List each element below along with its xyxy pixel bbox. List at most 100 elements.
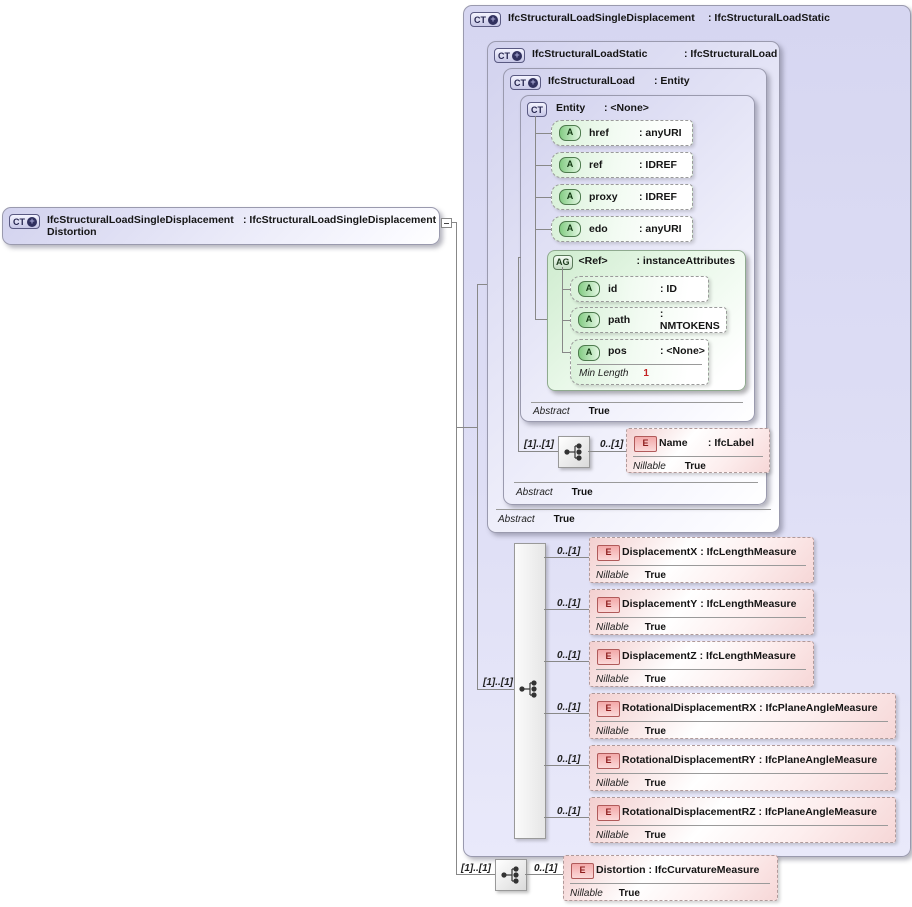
- element-distortion[interactable]: E Distortion : IfcCurvatureMeasure Nilla…: [563, 855, 778, 901]
- complextype-icon: CT+: [494, 48, 525, 63]
- attribute-group-ref: AG <Ref> : instanceAttributes A id : ID: [547, 250, 746, 391]
- attribute-href: A href : anyURI: [551, 120, 693, 146]
- group-type: : instanceAttributes: [636, 255, 736, 267]
- attribute-icon: A: [578, 281, 600, 297]
- element-name-text: DisplacementZ: [622, 650, 697, 662]
- ct-icon-label: CT: [474, 14, 486, 25]
- plus-icon[interactable]: +: [488, 14, 498, 25]
- occurrence-label: 0..[1]: [557, 650, 581, 661]
- sequence-glyph: [501, 866, 519, 884]
- nillable-label: Nillable: [596, 778, 629, 789]
- connector-line: [562, 320, 570, 321]
- occurrence-label: 0..[1]: [557, 546, 581, 557]
- attribute-type: : ID: [660, 283, 677, 295]
- complextype-title: CT+ IfcStructuralLoad : Entity: [510, 75, 690, 90]
- complextype-box-entity[interactable]: CT Entity : <None> A href :: [520, 95, 755, 422]
- occurrence-label: [1]..[1]: [524, 439, 554, 450]
- occurrence-label: 0..[1]: [557, 598, 581, 609]
- nillable-label: Nillable: [596, 726, 629, 737]
- connector-line: [452, 222, 457, 223]
- base-type-name: : Entity: [654, 75, 690, 87]
- abstract-value: True: [553, 514, 575, 525]
- element-rotational-displacement-rx[interactable]: E RotationalDisplacementRX : IfcPlaneAng…: [589, 693, 896, 739]
- element-icon: E: [597, 545, 620, 561]
- nillable-value: True: [684, 461, 706, 472]
- facet-row: Min Length 1: [579, 367, 649, 379]
- separator-line: [570, 883, 770, 884]
- separator-line: [531, 402, 743, 403]
- complextype-icon: CT+: [470, 12, 501, 27]
- complextype-title: CT+ IfcStructuralLoadStatic : IfcStructu…: [494, 48, 777, 63]
- ct-icon-label: CT: [514, 77, 526, 88]
- separator-line: [514, 482, 758, 483]
- element-name-text: Distortion: [596, 864, 646, 876]
- complextype-icon: CT+: [510, 75, 541, 90]
- sequence-icon[interactable]: [495, 859, 527, 891]
- attribute-name: href: [589, 127, 609, 139]
- attribute-name: ref: [589, 159, 603, 171]
- ct-icon-label: CT: [531, 104, 543, 115]
- nillable-label: Nillable: [596, 622, 629, 633]
- connector-line: [535, 133, 551, 134]
- element-icon: E: [597, 597, 620, 613]
- ct-icon-label: CT: [498, 50, 510, 61]
- element-name-text: DisplacementY: [622, 598, 698, 610]
- element-icon: E: [597, 701, 620, 717]
- base-type-name: : IfcStructuralLoadStatic: [708, 12, 830, 24]
- element-displacement-x[interactable]: E DisplacementX : IfcLengthMeasure Nilla…: [589, 537, 814, 583]
- attribute-icon: A: [559, 157, 581, 173]
- connector-line: [456, 222, 457, 875]
- element-name-text: RotationalDisplacementRZ: [622, 806, 756, 818]
- collapse-toggle[interactable]: [441, 218, 452, 228]
- nillable-label: Nillable: [596, 570, 629, 581]
- connector-line: [535, 165, 551, 166]
- plus-icon[interactable]: +: [512, 50, 522, 61]
- complextype-icon: CT: [527, 102, 547, 117]
- element-displacement-y[interactable]: E DisplacementY : IfcLengthMeasure Nilla…: [589, 589, 814, 635]
- plus-icon[interactable]: +: [528, 77, 538, 88]
- element-type-text: : IfcLengthMeasure: [699, 650, 796, 662]
- attribute-type: : <None>: [660, 345, 705, 357]
- element-icon: E: [571, 863, 594, 879]
- element-type-text: : IfcLabel: [707, 437, 755, 449]
- attribute-id: A id : ID: [570, 276, 709, 302]
- type-name: IfcStructuralLoad: [548, 75, 635, 87]
- attribute-group-icon: AG: [553, 255, 573, 270]
- element-type-text: : IfcCurvatureMeasure: [648, 864, 760, 876]
- connector-line: [518, 451, 558, 452]
- element-name[interactable]: E Name : IfcLabel Nillable True: [626, 428, 770, 473]
- element-type-text: : IfcPlaneAngleMeasure: [759, 702, 878, 714]
- complextype-box-single-displacement[interactable]: CT+ IfcStructuralLoadSingleDisplacement …: [463, 5, 911, 857]
- attribute-path: A path : NMTOKENS: [570, 307, 727, 333]
- abstract-label: Abstract: [533, 406, 570, 417]
- element-title: DisplacementY : IfcLengthMeasure: [622, 598, 796, 610]
- connector-line: [535, 116, 536, 319]
- complextype-box-distortion[interactable]: CT+ IfcStructuralLoadSingleDisplacementD…: [2, 207, 440, 245]
- plus-icon[interactable]: +: [27, 216, 37, 227]
- occurrence-label: 0..[1]: [557, 806, 581, 817]
- element-name-text: RotationalDisplacementRX: [622, 702, 757, 714]
- attribute-name: proxy: [589, 191, 618, 203]
- separator-line: [596, 773, 888, 774]
- element-displacement-z[interactable]: E DisplacementZ : IfcLengthMeasure Nilla…: [589, 641, 814, 687]
- element-rotational-displacement-rz[interactable]: E RotationalDisplacementRZ : IfcPlaneAng…: [589, 797, 896, 843]
- sequence-icon[interactable]: [518, 678, 540, 700]
- connector-line: [518, 257, 519, 451]
- connector-line: [544, 765, 589, 766]
- attribute-type: : IDREF: [639, 159, 677, 171]
- complextype-box-static[interactable]: CT+ IfcStructuralLoadStatic : IfcStructu…: [487, 41, 780, 533]
- sequence-icon[interactable]: [558, 436, 590, 468]
- connector-line: [562, 267, 563, 352]
- separator-line: [633, 456, 763, 457]
- nillable-label: Nillable: [596, 830, 629, 841]
- attribute-type: : IDREF: [639, 191, 677, 203]
- element-type-text: : IfcPlaneAngleMeasure: [758, 806, 877, 818]
- element-rotational-displacement-ry[interactable]: E RotationalDisplacementRY : IfcPlaneAng…: [589, 745, 896, 791]
- occurrence-label: 0..[1]: [557, 702, 581, 713]
- attribute-icon: A: [559, 125, 581, 141]
- complextype-box-load[interactable]: CT+ IfcStructuralLoad : Entity CT Entity…: [503, 68, 770, 505]
